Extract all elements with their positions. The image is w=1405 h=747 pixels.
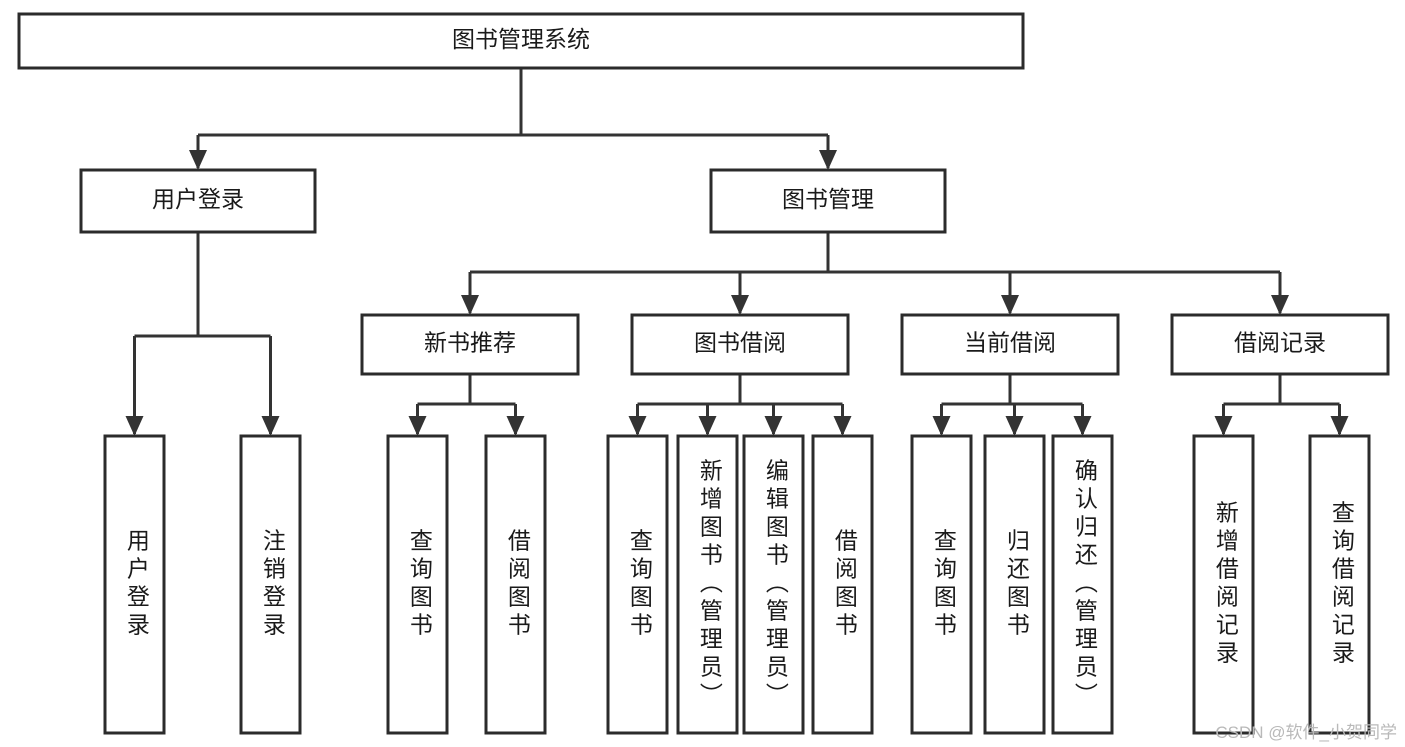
conn-newbook-arrow-leaf-query-book-1 xyxy=(408,416,427,436)
node-leaf-query-book-1[interactable]: 查询图书 xyxy=(386,434,449,735)
conn-bookborrow-arrow-leaf-edit-book xyxy=(764,416,783,436)
node-box-user-login xyxy=(79,168,317,234)
node-leaf-edit-book[interactable]: 编辑图书（管理员） xyxy=(742,434,805,735)
node-box-leaf-user-login xyxy=(103,434,166,735)
conn-currentborrow-arrow-leaf-return-book xyxy=(1005,416,1024,436)
node-label-root: 图书管理系统 xyxy=(452,26,590,52)
node-book-manage[interactable]: 图书管理 xyxy=(709,168,947,234)
node-label-leaf-add-book: 新增图书（管理员） xyxy=(696,459,723,711)
node-box-leaf-edit-book xyxy=(742,434,805,735)
conn-root-arrow-book-manage xyxy=(819,150,837,170)
conn-borrowrecord-arrow-leaf-query-record xyxy=(1330,416,1349,436)
node-label-leaf-borrow-book-1: 借阅图书 xyxy=(504,529,531,641)
conn-userlogin-arrow-leaf-logout xyxy=(261,416,280,436)
conn-bookmanage-arrow-book-borrow xyxy=(731,295,749,315)
conn-bookborrow-arrow-leaf-add-book xyxy=(698,416,717,436)
node-label-new-book-recommend: 新书推荐 xyxy=(424,330,516,356)
node-label-leaf-query-book-3: 查询图书 xyxy=(930,529,957,641)
node-label-book-borrow: 图书借阅 xyxy=(694,330,786,356)
node-label-leaf-return-book: 归还图书 xyxy=(1003,529,1030,641)
conn-currentborrow-arrow-leaf-confirm-return xyxy=(1073,416,1092,436)
conn-bookborrow-arrow-leaf-query-book-2 xyxy=(628,416,647,436)
node-root[interactable]: 图书管理系统 xyxy=(17,12,1025,70)
node-box-book-borrow xyxy=(630,313,850,376)
node-box-leaf-query-record xyxy=(1308,434,1371,735)
node-leaf-return-book[interactable]: 归还图书 xyxy=(983,434,1046,735)
node-leaf-user-login[interactable]: 用户登录 xyxy=(103,434,166,735)
node-box-leaf-borrow-book-1 xyxy=(484,434,547,735)
node-label-leaf-add-record: 新增借阅记录 xyxy=(1212,501,1239,669)
node-label-leaf-confirm-return: 确认归还（管理员） xyxy=(1071,459,1098,711)
conn-bookmanage-arrow-current-borrow xyxy=(1001,295,1019,315)
node-leaf-query-book-2[interactable]: 查询图书 xyxy=(606,434,669,735)
node-box-leaf-query-book-2 xyxy=(606,434,669,735)
node-book-borrow[interactable]: 图书借阅 xyxy=(630,313,850,376)
conn-bookborrow-arrow-leaf-borrow-book-2 xyxy=(833,416,852,436)
conn-borrowrecord-arrow-leaf-add-record xyxy=(1214,416,1233,436)
node-label-book-manage: 图书管理 xyxy=(782,186,874,212)
node-leaf-query-book-3[interactable]: 查询图书 xyxy=(910,434,973,735)
node-box-book-manage xyxy=(709,168,947,234)
node-leaf-borrow-book-1[interactable]: 借阅图书 xyxy=(484,434,547,735)
watermark-text: CSDN @软件_小贺同学 xyxy=(1215,723,1397,742)
conn-bookmanage-arrow-new-book-recommend xyxy=(461,295,479,315)
node-box-leaf-query-book-1 xyxy=(386,434,449,735)
node-borrow-record[interactable]: 借阅记录 xyxy=(1170,313,1390,376)
node-box-new-book-recommend xyxy=(360,313,580,376)
conn-newbook-arrow-leaf-borrow-book-1 xyxy=(506,416,525,436)
node-layer: 图书管理系统用户登录图书管理新书推荐图书借阅当前借阅借阅记录用户登录注销登录查询… xyxy=(17,12,1390,735)
node-box-leaf-return-book xyxy=(983,434,1046,735)
node-leaf-borrow-book-2[interactable]: 借阅图书 xyxy=(811,434,874,735)
node-box-leaf-confirm-return xyxy=(1051,434,1114,735)
node-box-leaf-borrow-book-2 xyxy=(811,434,874,735)
node-label-leaf-logout: 注销登录 xyxy=(259,529,286,641)
node-label-leaf-query-record: 查询借阅记录 xyxy=(1328,501,1355,669)
node-leaf-confirm-return[interactable]: 确认归还（管理员） xyxy=(1051,434,1114,735)
node-box-root xyxy=(17,12,1025,70)
node-label-borrow-record: 借阅记录 xyxy=(1234,330,1326,356)
node-box-leaf-logout xyxy=(239,434,302,735)
conn-userlogin-arrow-leaf-user-login xyxy=(125,416,144,436)
node-label-leaf-user-login: 用户登录 xyxy=(123,529,150,641)
node-box-borrow-record xyxy=(1170,313,1390,376)
node-leaf-logout[interactable]: 注销登录 xyxy=(239,434,302,735)
node-box-leaf-query-book-3 xyxy=(910,434,973,735)
conn-root-arrow-user-login xyxy=(189,150,207,170)
node-label-leaf-query-book-2: 查询图书 xyxy=(626,529,653,641)
conn-currentborrow-arrow-leaf-query-book-3 xyxy=(932,416,951,436)
node-box-leaf-add-book xyxy=(676,434,739,735)
node-current-borrow[interactable]: 当前借阅 xyxy=(900,313,1120,376)
node-leaf-add-record[interactable]: 新增借阅记录 xyxy=(1192,434,1255,735)
node-leaf-query-record[interactable]: 查询借阅记录 xyxy=(1308,434,1371,735)
node-box-current-borrow xyxy=(900,313,1120,376)
node-new-book-recommend[interactable]: 新书推荐 xyxy=(360,313,580,376)
node-user-login[interactable]: 用户登录 xyxy=(79,168,317,234)
connector-layer xyxy=(125,68,1349,436)
conn-bookmanage-arrow-borrow-record xyxy=(1271,295,1289,315)
node-label-user-login: 用户登录 xyxy=(152,186,244,212)
node-leaf-add-book[interactable]: 新增图书（管理员） xyxy=(676,434,739,735)
node-label-current-borrow: 当前借阅 xyxy=(964,330,1056,356)
node-label-leaf-borrow-book-2: 借阅图书 xyxy=(831,529,858,641)
node-label-leaf-query-book-1: 查询图书 xyxy=(406,529,433,641)
node-label-leaf-edit-book: 编辑图书（管理员） xyxy=(762,459,789,711)
node-box-leaf-add-record xyxy=(1192,434,1255,735)
